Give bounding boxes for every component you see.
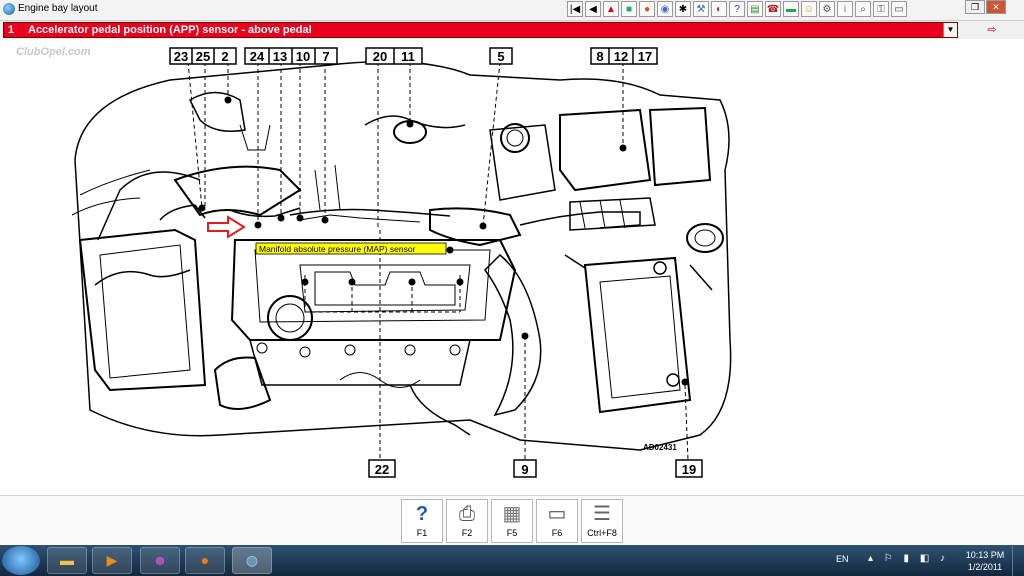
ctrl-f8-button[interactable]: ☰ Ctrl+F8 <box>581 499 623 543</box>
selector-row: 1 Accelerator pedal position (APP) senso… <box>0 21 1024 39</box>
info-icon[interactable]: i <box>837 1 853 17</box>
label-9[interactable]: 9 <box>521 462 528 477</box>
label-13[interactable]: 13 <box>273 49 287 64</box>
key-icon[interactable]: ⚿ <box>873 1 889 17</box>
component-selector[interactable]: 1 Accelerator pedal position (APP) senso… <box>3 22 958 38</box>
gauge-icon[interactable]: ◐ <box>711 1 727 17</box>
label-12[interactable]: 12 <box>614 49 628 64</box>
car-icon[interactable]: ▬ <box>783 1 799 17</box>
app-icon[interactable]: ◍ <box>232 547 272 574</box>
f2-button[interactable]: ⎙ F2 <box>446 499 488 543</box>
title-bar: Engine bay layout |◀ ◀ ▲ ■ ● ◉ ✱ ⚒ ◐ ? ▤… <box>0 0 1024 21</box>
label-group-19: 19 <box>675 459 703 478</box>
label-8[interactable]: 8 <box>596 49 603 64</box>
firefox-icon[interactable]: ● <box>185 547 225 574</box>
settings-icon[interactable]: ✱ <box>675 1 691 17</box>
first-icon[interactable]: |◀ <box>567 1 583 17</box>
list-icon: ☰ <box>593 503 611 525</box>
phone-icon[interactable]: ☎ <box>765 1 781 17</box>
label-group-8-12-17: 8 12 17 <box>590 47 658 65</box>
label-11[interactable]: 11 <box>401 49 415 64</box>
label-23[interactable]: 23 <box>174 49 188 64</box>
watermark: ClubOpel.com <box>16 46 91 58</box>
window-title: Engine bay layout <box>18 3 98 14</box>
label-group-23-25-2: 23 25 2 <box>169 47 237 65</box>
document-icon: ▦ <box>502 503 522 525</box>
figure-code: AD02431 <box>643 443 677 452</box>
close-button[interactable]: ✕ <box>986 0 1006 14</box>
label-group-24-13-10-7: 24 13 10 7 <box>244 47 338 65</box>
f5-button[interactable]: ▦ F5 <box>491 499 533 543</box>
show-desktop-button[interactable] <box>1012 545 1024 576</box>
label-2[interactable]: 2 <box>221 49 228 64</box>
prev-icon[interactable]: ◀ <box>585 1 601 17</box>
highlight-arrow <box>207 215 246 239</box>
globe-icon[interactable]: ● <box>639 1 655 17</box>
printer-icon: ⎙ <box>459 503 475 525</box>
label-10[interactable]: 10 <box>296 49 310 64</box>
label-24[interactable]: 24 <box>250 49 265 64</box>
help-icon: ? <box>415 503 429 525</box>
label-group-5: 5 <box>489 47 513 65</box>
restore-button[interactable]: ❐ <box>965 0 985 14</box>
clock-time[interactable]: 10:13 PM <box>965 550 1005 560</box>
label-19[interactable]: 19 <box>682 462 696 477</box>
tray-icons[interactable]: ▴ ⚐ ▮ ◧ ♪ <box>868 553 950 564</box>
label-17[interactable]: 17 <box>638 49 652 64</box>
palette-icon[interactable]: ■ <box>621 1 637 17</box>
clock-date[interactable]: 1/2/2011 <box>967 562 1003 572</box>
label-25[interactable]: 25 <box>196 49 210 64</box>
selector-number: 1 <box>8 24 15 36</box>
start-button[interactable] <box>2 546 40 575</box>
disc-icon[interactable]: ◉ <box>657 1 673 17</box>
f6-button[interactable]: ▭ F6 <box>536 499 578 543</box>
smiley-icon[interactable]: ☺ <box>801 1 817 17</box>
chevron-down-icon[interactable]: ▼ <box>943 23 957 37</box>
wrench-icon[interactable]: ⚙ <box>819 1 835 17</box>
engine-bay-diagram: 23 25 2 24 13 10 7 20 11 5 8 12 17 22 9 <box>71 47 732 478</box>
print-preview-icon: ▭ <box>547 503 567 525</box>
toolbar: |◀ ◀ ▲ ■ ● ◉ ✱ ⚒ ◐ ? ▤ ☎ ▬ ☺ ⚙ i ⌕ ⚿ ▭ <box>567 1 907 17</box>
exit-icon[interactable]: ⇨ <box>987 24 997 36</box>
label-20[interactable]: 20 <box>373 49 387 64</box>
tooltip: Manifold absolute pressure (MAP) sensor <box>255 242 447 255</box>
f5-label: F5 <box>506 528 518 538</box>
f1-button[interactable]: ? F1 <box>401 499 443 543</box>
ctrl-f8-label: Ctrl+F8 <box>587 528 617 538</box>
f2-label: F2 <box>461 528 473 538</box>
folder-icon[interactable]: ▬ <box>47 547 87 574</box>
help-icon[interactable]: ? <box>729 1 745 17</box>
label-5[interactable]: 5 <box>497 49 504 64</box>
label-group-9: 9 <box>513 459 537 478</box>
media-icon[interactable]: ▶ <box>92 547 132 574</box>
warning-icon[interactable]: ▲ <box>603 1 619 17</box>
chart-icon[interactable]: ▤ <box>747 1 763 17</box>
label-group-20-11: 20 11 <box>365 47 423 65</box>
tools-icon[interactable]: ⚒ <box>693 1 709 17</box>
label-22[interactable]: 22 <box>375 462 389 477</box>
tooltip-text: Manifold absolute pressure (MAP) sensor <box>259 244 416 254</box>
label-group-22: 22 <box>368 459 396 478</box>
language-indicator[interactable]: EN <box>836 554 849 564</box>
function-key-bar: ? F1 ⎙ F2 ▦ F5 ▭ F6 ☰ Ctrl+F8 <box>0 495 1024 546</box>
label-7[interactable]: 7 <box>322 49 329 64</box>
screen-icon[interactable]: ▭ <box>891 1 907 17</box>
selector-text: Accelerator pedal position (APP) sensor … <box>28 24 312 36</box>
messenger-icon[interactable]: ☻ <box>140 547 180 574</box>
magnifier-icon[interactable]: ⌕ <box>855 1 871 17</box>
f1-label: F1 <box>416 528 428 538</box>
f6-label: F6 <box>551 528 563 538</box>
app-icon <box>3 3 15 15</box>
taskbar: ▬ ▶ ☻ ● ◍ EN ▴ ⚐ ▮ ◧ ♪ 10:13 PM 1/2/2011 <box>0 545 1024 576</box>
